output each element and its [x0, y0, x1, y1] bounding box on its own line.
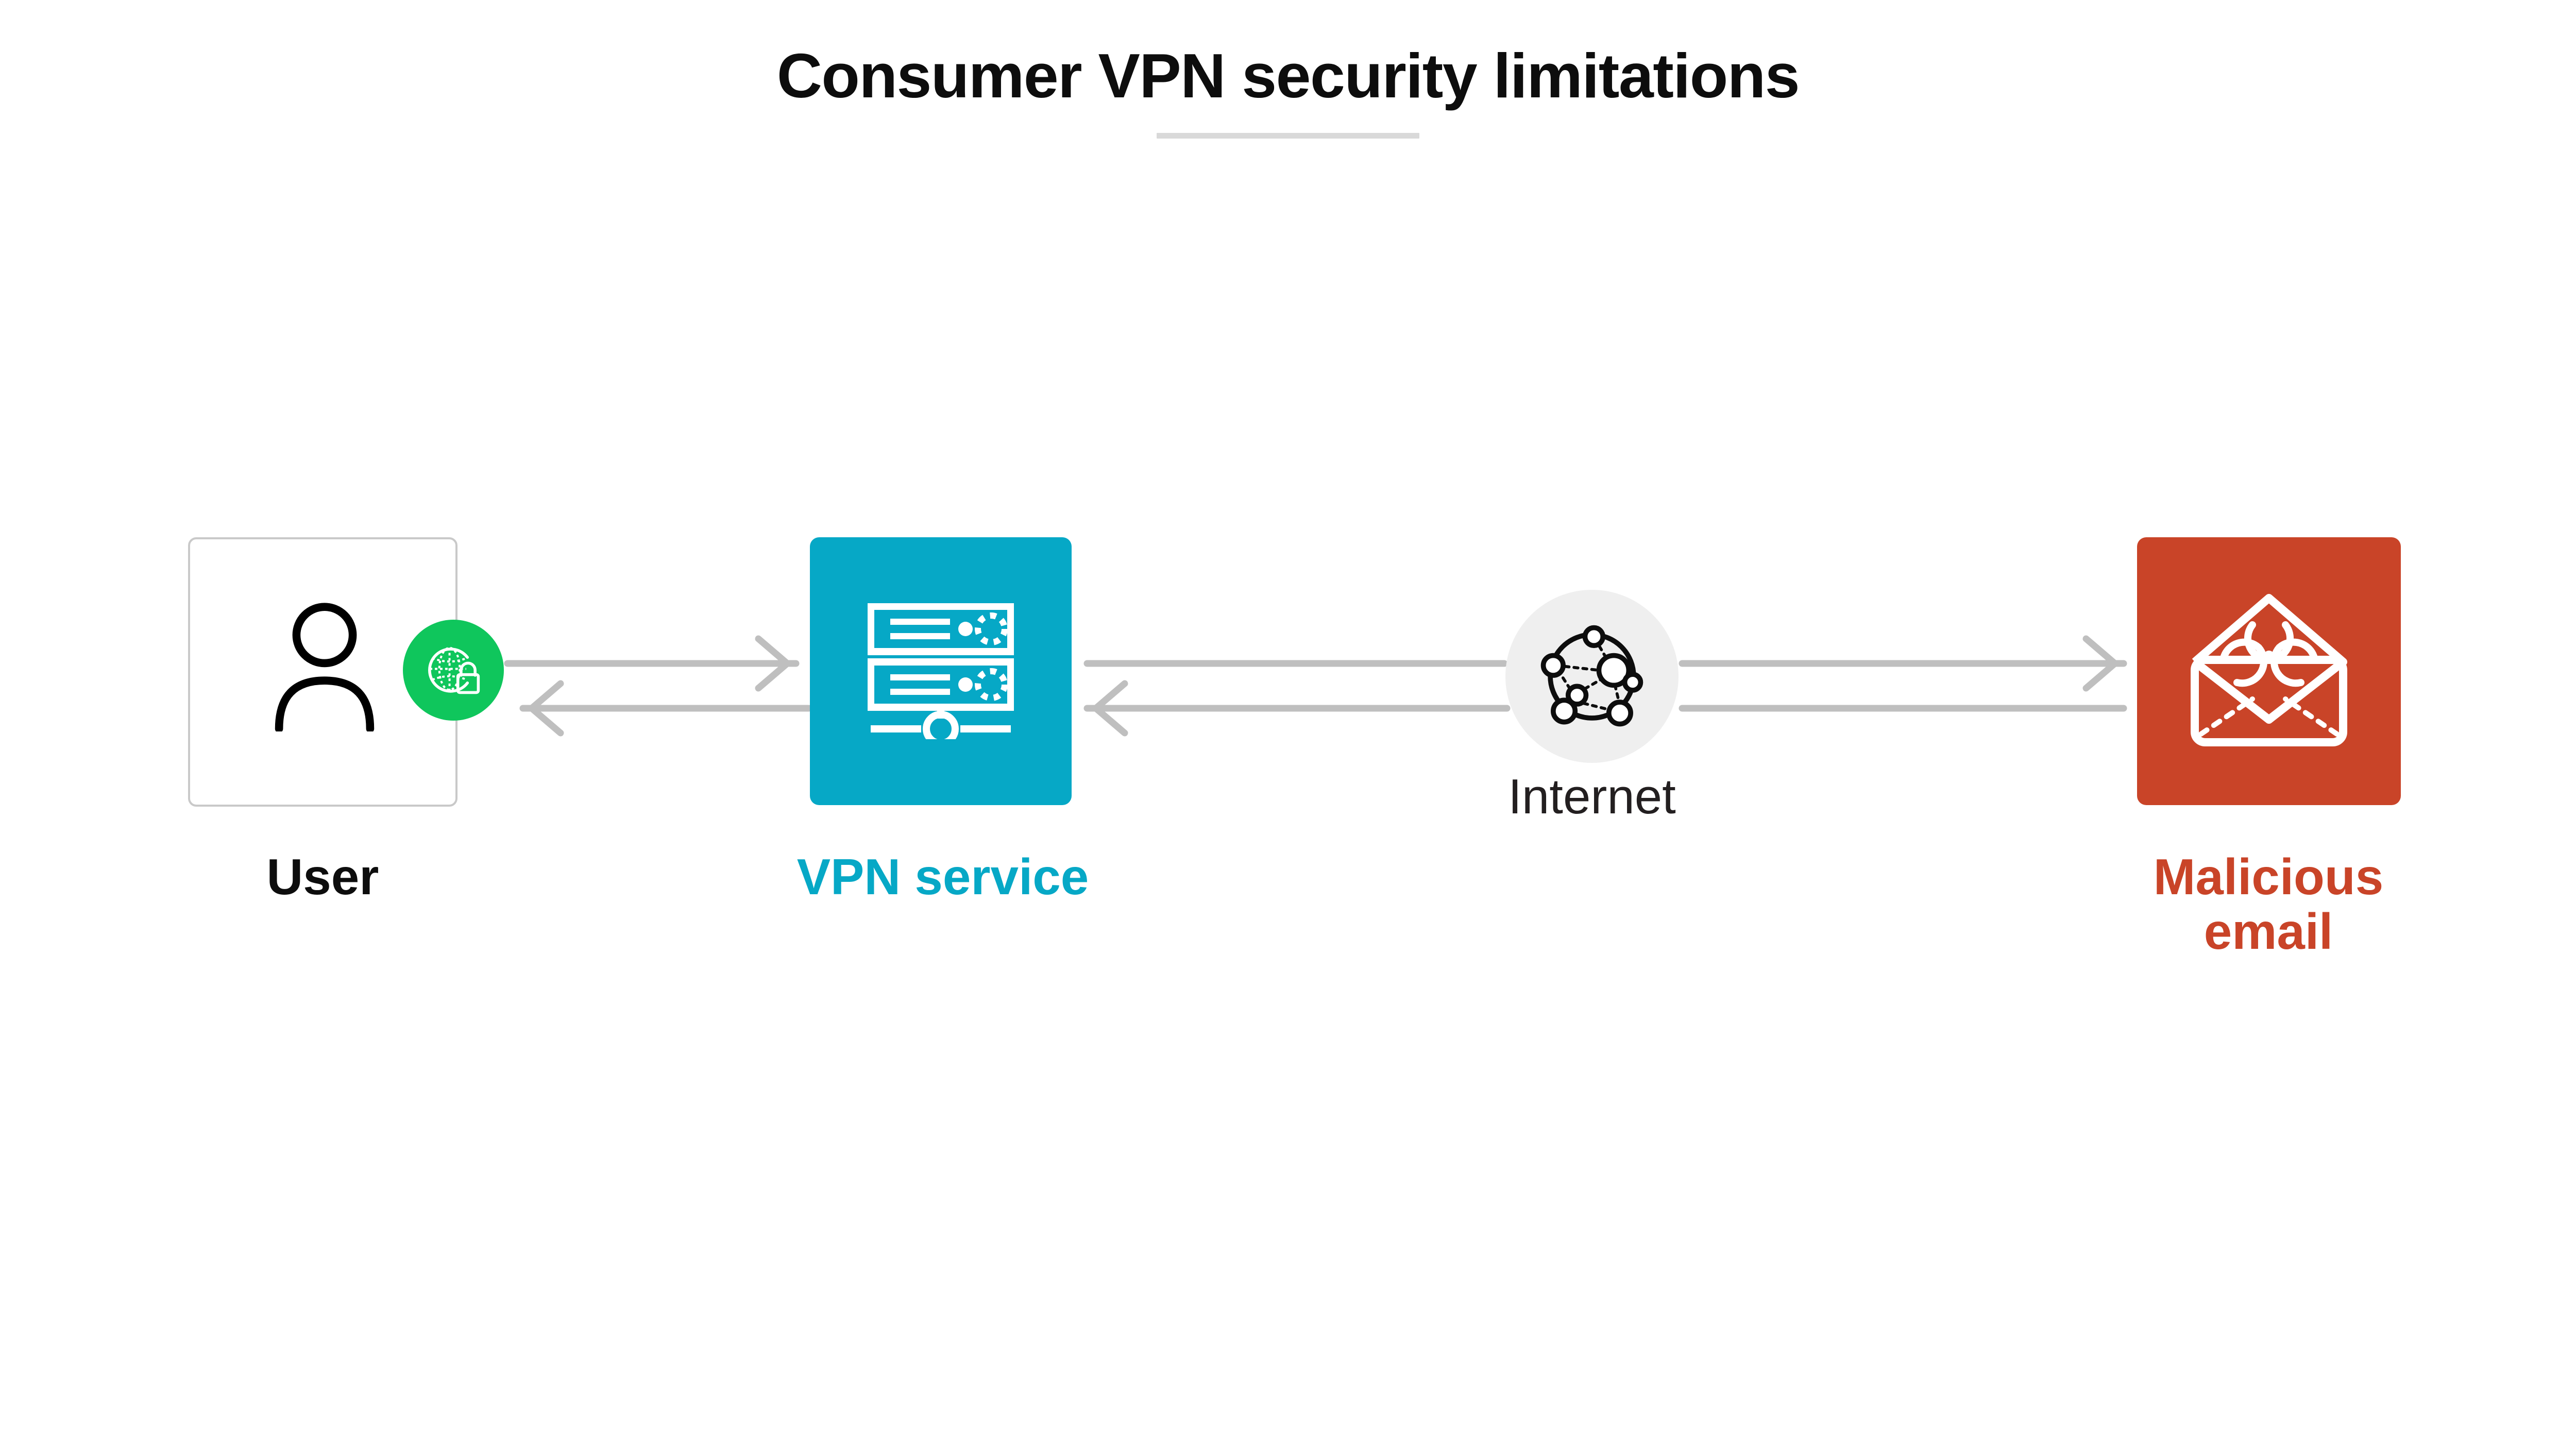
arrowhead-user-to-vpn: [755, 635, 791, 692]
page-title: Consumer VPN security limitations: [776, 41, 1800, 111]
node-label-malicious-email: Malicious email: [2153, 848, 2384, 960]
arrowhead-internet-to-mail: [2082, 635, 2119, 692]
arrowhead-vpn-to-user: [528, 680, 564, 737]
person-icon: [275, 603, 375, 731]
title-divider: [1157, 133, 1419, 139]
vpn-protection-badge[interactable]: [403, 620, 504, 721]
title-block: Consumer VPN security limitations: [0, 41, 2576, 139]
node-label-internet: Internet: [1508, 769, 1676, 824]
server-rack-icon: [868, 603, 1014, 739]
internet-circle[interactable]: [1505, 590, 1679, 763]
biohazard-envelope-icon: [2191, 594, 2347, 746]
globe-lock-icon: [428, 646, 480, 694]
malicious-email-box[interactable]: [2137, 537, 2401, 805]
node-label-vpn-service: VPN service: [796, 848, 1089, 905]
node-label-user: User: [266, 848, 379, 905]
vpn-service-box[interactable]: [810, 537, 1072, 805]
network-globe-icon: [1540, 625, 1643, 727]
arrowhead-internet-to-vpn: [1092, 680, 1128, 737]
